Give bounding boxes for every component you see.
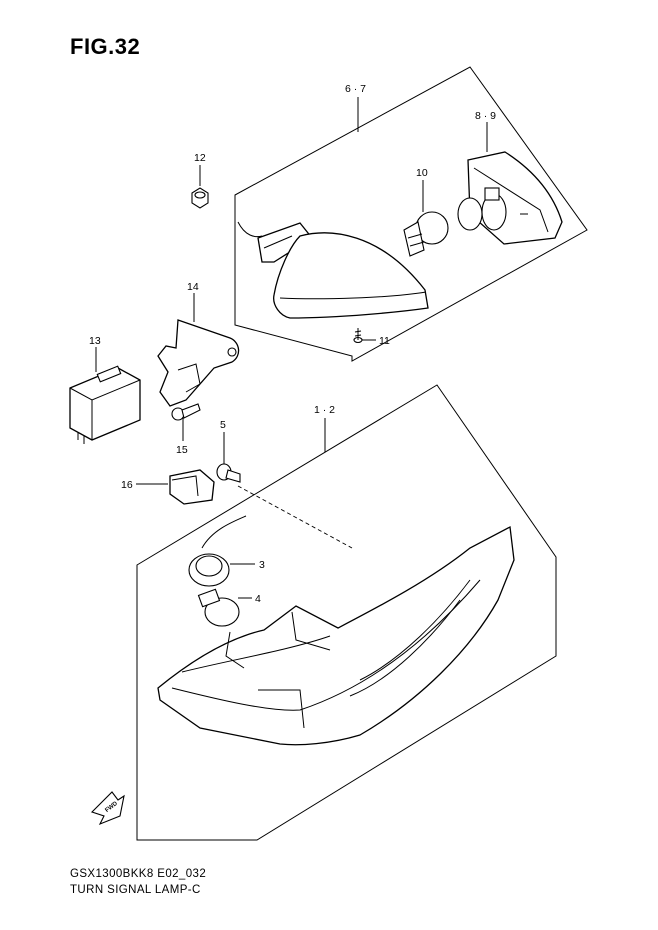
- model-code: GSX1300BKK8 E02_032: [70, 868, 207, 880]
- part-label-15: 15: [176, 444, 188, 456]
- part-label-13: 13: [89, 335, 101, 347]
- relay-bracket: [157, 319, 240, 407]
- part-label-3: 3: [259, 559, 265, 571]
- part-label-4: 4: [255, 593, 261, 605]
- figure-name: TURN SIGNAL LAMP-C: [70, 884, 201, 896]
- part-label-10: 10: [416, 167, 428, 179]
- fwd-direction-badge: FWD: [90, 791, 125, 826]
- part-label-1-2: 1 · 2: [314, 404, 335, 416]
- lower-group-frame: [136, 384, 557, 841]
- turn-signal-bulb-upper: [403, 211, 449, 257]
- turn-signal-housing-rear: [237, 221, 429, 319]
- screw-washer: [216, 463, 241, 483]
- part-label-14: 14: [187, 281, 199, 293]
- bulb-socket-lower: [188, 515, 247, 587]
- lamp-socket-holder: [457, 151, 563, 245]
- part-label-11: 11: [379, 335, 390, 347]
- part-label-12: 12: [194, 152, 206, 164]
- nut: [191, 187, 209, 209]
- screw-upper: [353, 328, 363, 344]
- turn-signal-assembly-front: [157, 525, 515, 746]
- part-label-8-9: 8 · 9: [475, 110, 496, 122]
- part-label-6-7: 6 · 7: [345, 83, 366, 95]
- upper-group-frame: [234, 66, 588, 362]
- part-label-5: 5: [220, 419, 226, 431]
- turn-signal-relay: [69, 365, 141, 444]
- cushion-rubber: [169, 469, 215, 505]
- turn-signal-bulb-lower: [197, 588, 240, 627]
- bolt: [171, 403, 201, 421]
- figure-title: FIG.32: [70, 34, 141, 59]
- part-label-16: 16: [121, 479, 133, 491]
